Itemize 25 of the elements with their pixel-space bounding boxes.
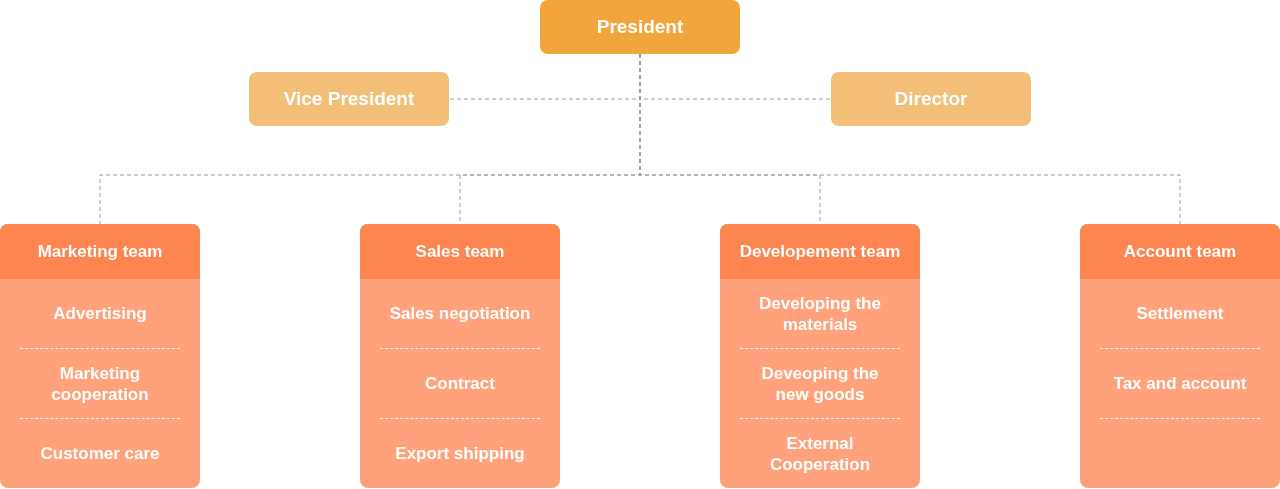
role-box (540, 0, 740, 54)
team-card (1080, 224, 1280, 488)
team-task: Advertising (52, 303, 148, 324)
team-task: Marketing cooperation (50, 362, 150, 405)
team-card (0, 224, 200, 488)
team-title: Account team (1123, 240, 1237, 263)
role-title: Director (894, 86, 968, 111)
team-task: Settlement (1135, 303, 1225, 324)
role-title: Vice President (283, 86, 415, 111)
team-task: Customer care (39, 443, 161, 464)
team-title: Developement team (739, 240, 901, 263)
team-card (360, 224, 560, 488)
role-title: President (596, 14, 684, 39)
team-task: Tax and account (1112, 373, 1248, 394)
team-task: Deveoping the new goods (760, 362, 880, 405)
role-box (249, 72, 449, 126)
team-task: External Cooperation (768, 432, 872, 475)
team-title: Sales team (415, 240, 505, 263)
team-title: Marketing team (37, 240, 163, 263)
team-task: Export shipping (394, 443, 526, 464)
team-task: Developing the materials (758, 292, 882, 335)
team-card (720, 224, 920, 488)
role-box (831, 72, 1031, 126)
team-task: Contract (424, 373, 496, 394)
team-task: Sales negotiation (388, 303, 532, 324)
